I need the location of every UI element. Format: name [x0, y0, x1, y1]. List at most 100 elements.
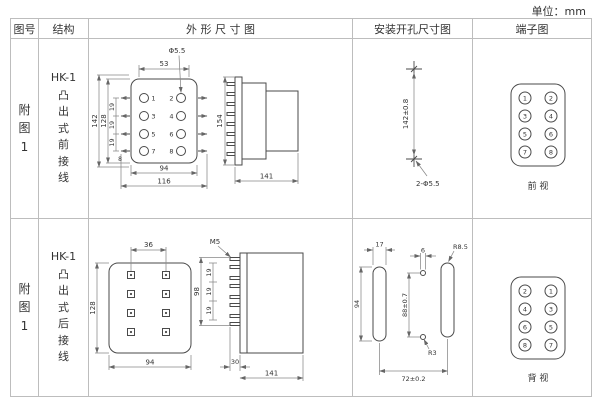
- terminal-number: 8: [549, 148, 553, 156]
- terminal-block-outline: [510, 83, 566, 167]
- view-label: 前 视: [528, 180, 549, 192]
- relay-front-view: [130, 78, 198, 164]
- mounting-slots: [372, 262, 455, 342]
- row2-outline-drawing-cell: 36 M5 128 94 98 19 19 19 30 141: [89, 219, 353, 396]
- dim-label: 19: [108, 103, 116, 111]
- dim-label: 36: [144, 241, 153, 249]
- dim-label: 128: [100, 114, 108, 127]
- dim-label: 116: [157, 178, 171, 186]
- dim-label: 6: [421, 247, 425, 255]
- terminal-number: 8: [523, 341, 527, 349]
- row1-terminal-diagram-cell: 1 3 5 7 2 4 6 8 前 视: [473, 39, 591, 219]
- dim-label: 94: [160, 165, 169, 173]
- row1-structure: 凸出式前接线: [58, 88, 69, 185]
- view-label: 背 视: [528, 372, 549, 384]
- dim-label: 128: [89, 301, 97, 314]
- dimension-lines: [359, 247, 455, 375]
- row1-fig-no-cell: 附图1: [11, 39, 39, 219]
- header-terminal-label: 端子图: [515, 22, 549, 36]
- header-fig-no-label: 图号: [13, 22, 36, 36]
- dimension-lines: [412, 72, 428, 177]
- terminal-numbers: 1 3 5 7 2 4 6 8: [523, 94, 553, 156]
- row2-mounting-drawing-cell: 17 6 R8.5 94 88±0.7 R3 72±0.2: [353, 219, 473, 396]
- header-cell-terminal-diagram: 端子图: [473, 19, 591, 39]
- row2-outline-svg: 36 M5 128 94 98 19 19 19 30 141: [89, 238, 304, 381]
- dimension-labels: 142±0.8 2-Φ5.5: [402, 99, 440, 188]
- terminal-number: 6: [169, 131, 173, 139]
- terminal-number: 7: [549, 341, 553, 349]
- row1-fig-no: 附图1: [18, 102, 31, 154]
- header-cell-mounting-drawing: 安装开孔尺寸图: [353, 19, 473, 39]
- terminal-number: 2: [523, 287, 527, 295]
- dim-label: 19: [205, 306, 213, 314]
- header-cell-outline-drawing: 外 形 尺 寸 图: [89, 19, 353, 39]
- dim-label: M5: [210, 238, 221, 246]
- terminal-number: 4: [523, 305, 527, 313]
- terminal-number: 6: [549, 130, 553, 138]
- front-view-terminal-numbers: 1 2 3 4 5 6 7 8: [151, 95, 173, 156]
- terminal-number: 8: [169, 148, 173, 156]
- row1-structure-cell: HK-1 凸出式前接线: [39, 39, 89, 219]
- terminal-number: 3: [549, 305, 553, 313]
- dim-label: 19: [108, 138, 116, 146]
- relay-side-view: [229, 252, 304, 354]
- terminal-number: 1: [151, 95, 155, 103]
- terminal-number: 3: [523, 112, 527, 120]
- terminal-number: 1: [549, 287, 553, 295]
- terminal-number: 2: [169, 95, 173, 103]
- dim-label: 142: [91, 114, 99, 127]
- dim-label: 53: [160, 60, 169, 68]
- dimension-labels: 36 M5 128 94 98 19 19 19 30 141: [89, 238, 278, 378]
- row1-terminal-svg: 1 3 5 7 2 4 6 8 前 视: [510, 83, 566, 192]
- dim-label: 72±0.2: [401, 375, 425, 383]
- terminal-numbers: 2 4 6 8 1 3 5 7: [523, 287, 553, 349]
- header-mounting-label: 安装开孔尺寸图: [374, 22, 451, 36]
- row2-structure: 凸出式后接线: [58, 267, 69, 364]
- row1-model: HK-1: [50, 70, 77, 84]
- dim-label: 141: [265, 370, 278, 378]
- relay-front-view: [108, 262, 192, 354]
- terminal-dots: [129, 273, 168, 334]
- dim-label: R3: [428, 349, 437, 357]
- dim-label: R8.5: [453, 243, 468, 251]
- header-cell-structure: 结构: [39, 19, 89, 39]
- spec-table: 图号 结构 外 形 尺 寸 图 安装开孔尺寸图 端子图 附图1 HK-1 凸出式…: [10, 18, 592, 397]
- row1-mounting-svg: 142±0.8 2-Φ5.5: [402, 61, 440, 188]
- header-outline-label: 外 形 尺 寸 图: [186, 22, 255, 36]
- dim-label: 8: [118, 156, 122, 163]
- terminal-block-outline: [510, 276, 566, 360]
- mounting-hole-marks: [406, 61, 422, 167]
- dim-label: 19: [108, 121, 116, 129]
- unit-label: 单位：mm: [531, 5, 586, 18]
- terminal-number: 4: [169, 113, 173, 121]
- dim-label: 30: [231, 358, 239, 366]
- dimension-labels: 17 6 R8.5 94 88±0.7 R3 72±0.2: [353, 241, 468, 384]
- dim-label: 2-Φ5.5: [416, 180, 440, 188]
- header-structure-label: 结构: [52, 22, 75, 36]
- dim-label: 19: [205, 287, 213, 295]
- terminal-number: 5: [523, 130, 527, 138]
- dim-label: 141: [260, 173, 273, 181]
- row2-structure-cell: HK-1 凸出式后接线: [39, 219, 89, 396]
- dim-label: 94: [146, 359, 155, 367]
- relay-side-view: [226, 76, 299, 166]
- terminal-number: 4: [549, 112, 553, 120]
- terminal-number: 7: [151, 148, 155, 156]
- row1-outline-drawing-cell: 1 2 3 4 5 6 7 8: [89, 39, 353, 219]
- row2-fig-no-cell: 附图1: [11, 219, 39, 396]
- terminal-number: 6: [523, 323, 527, 331]
- header-cell-fig-no: 图号: [11, 19, 39, 39]
- row1-mounting-drawing-cell: 142±0.8 2-Φ5.5: [353, 39, 473, 219]
- terminal-number: 2: [549, 94, 553, 102]
- terminal-number: 5: [151, 131, 155, 139]
- front-view-pins: [120, 96, 208, 153]
- dim-label: 98: [193, 287, 201, 296]
- dim-label: 94: [353, 300, 361, 308]
- dimension-lines: [95, 245, 304, 381]
- dim-label: 19: [205, 268, 213, 276]
- dimension-lines: [97, 55, 299, 189]
- dim-label: 17: [375, 241, 383, 249]
- row2-mounting-svg: 17 6 R8.5 94 88±0.7 R3 72±0.2: [353, 241, 468, 384]
- row2-model: HK-1: [50, 249, 77, 263]
